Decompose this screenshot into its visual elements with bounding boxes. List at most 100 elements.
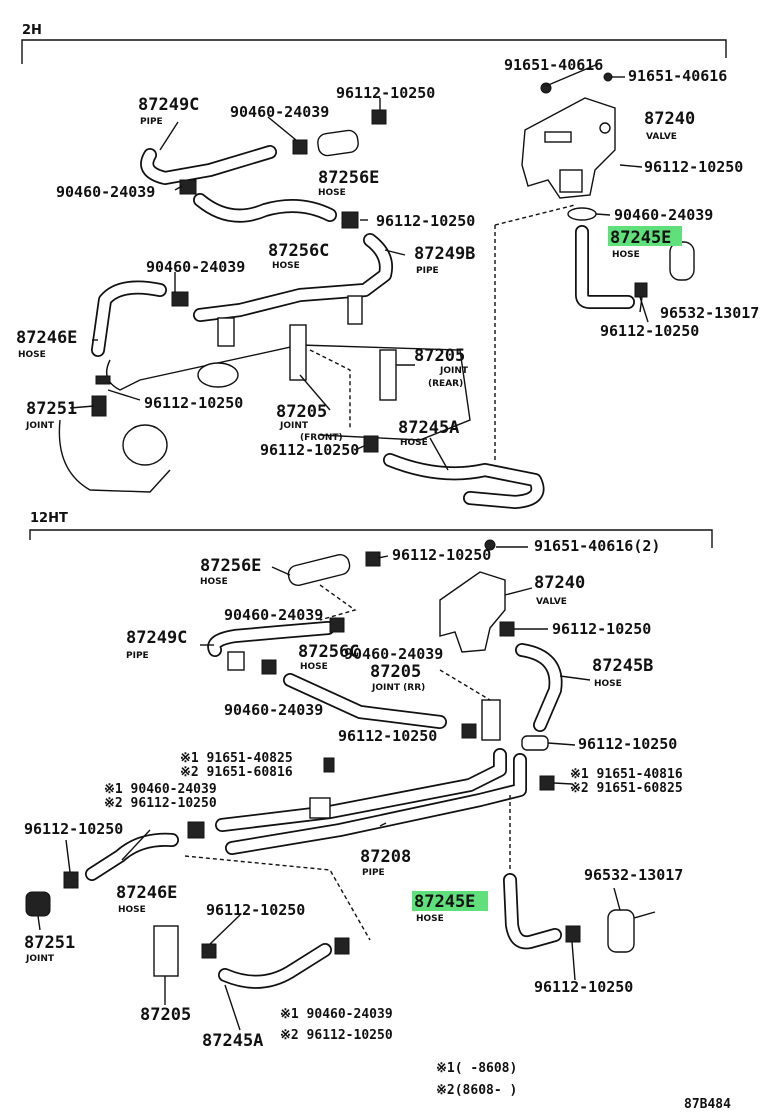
label-87246e-top: 87246E bbox=[16, 328, 77, 348]
highlight-87245e-bottom bbox=[412, 891, 488, 911]
dash-line-bottom-1 bbox=[319, 584, 357, 621]
section-bracket-2h bbox=[21, 39, 727, 64]
label-96112-10250-valve: 96112-10250 bbox=[644, 158, 743, 176]
label-87256e-top-desc: HOSE bbox=[318, 188, 346, 198]
section-12ht: 12HT bbox=[24, 511, 731, 1112]
label-87249c-top-desc: PIPE bbox=[140, 117, 163, 127]
label-91651-40616-2: 91651-40616(2) bbox=[534, 537, 660, 555]
joint-87205-rr bbox=[481, 699, 501, 741]
pipe-87249c-bottom bbox=[207, 617, 345, 675]
dash-line-top-1 bbox=[494, 204, 576, 226]
footnote-2: ※2(8608- ) bbox=[436, 1083, 517, 1098]
label-87251-bottom-desc: JOINT bbox=[25, 954, 55, 964]
label-87256c-bottom: 87256C bbox=[298, 642, 359, 662]
label-87246e-bottom-desc: HOSE bbox=[118, 905, 146, 915]
label-87240: 87240 bbox=[644, 109, 695, 129]
label-87246e-bottom: 87246E bbox=[116, 883, 177, 903]
hose-87245a-bottom bbox=[218, 937, 350, 989]
label-87246e-top-desc: HOSE bbox=[18, 350, 46, 360]
label-87205-rear: 87205 bbox=[414, 346, 465, 366]
label-90460-24039-b: 90460-24039 bbox=[56, 183, 155, 201]
section-2h: 2H bbox=[16, 23, 759, 509]
hose-87256e-bottom bbox=[287, 551, 381, 586]
label-96532-13017-bottom: 96532-13017 bbox=[584, 866, 683, 884]
label-m2-96112-10250: ※2 96112-10250 bbox=[104, 796, 217, 811]
pipe-87208-bottom bbox=[215, 748, 555, 855]
label-87245a-top-desc: HOSE bbox=[400, 438, 428, 448]
label-90460-24039-bottom-c: 90460-24039 bbox=[344, 645, 443, 663]
label-96112-10250-bottom-b: 96112-10250 bbox=[338, 727, 437, 745]
label-90460-24039-bottom-b: 90460-24039 bbox=[224, 701, 323, 719]
label-87208-desc: PIPE bbox=[362, 868, 385, 878]
pipe-87249c-top bbox=[140, 109, 387, 195]
label-91651-40616-b: 91651-40616 bbox=[628, 67, 727, 85]
label-87205-front-desc2: (FRONT) bbox=[300, 433, 343, 443]
hose-87246e-top bbox=[91, 280, 189, 357]
label-m2-91651-60816: ※2 91651-60816 bbox=[180, 765, 293, 780]
label-87245b-bottom-desc: HOSE bbox=[594, 679, 622, 689]
label-96112-10250-d: 96112-10250 bbox=[260, 441, 359, 459]
section-title-12ht: 12HT bbox=[30, 511, 68, 526]
label-96112-10250-bottom-c: 96112-10250 bbox=[552, 620, 651, 638]
joint-87205-bottom bbox=[153, 925, 179, 977]
label-87245b-bottom: 87245B bbox=[592, 656, 653, 676]
label-90460-24039-bottom-a: 90460-24039 bbox=[224, 606, 323, 624]
clamp-87205-bottom bbox=[201, 943, 217, 959]
label-87256e-bottom: 87256E bbox=[200, 556, 261, 576]
label-87208: 87208 bbox=[360, 847, 411, 867]
label-87205-rear-desc1: JOINT bbox=[439, 366, 469, 376]
label-87205-rr-desc: JOINT (RR) bbox=[371, 683, 425, 693]
label-90460-24039-c: 90460-24039 bbox=[146, 258, 245, 276]
label-96112-10250-b: 96112-10250 bbox=[376, 212, 475, 230]
label-96112-10250-bottom-f: 96112-10250 bbox=[206, 901, 305, 919]
dash-line-bottom-4 bbox=[439, 669, 491, 701]
label-87240-bottom-desc: VALVE bbox=[536, 597, 567, 607]
label-87249c-bottom-desc: PIPE bbox=[126, 651, 149, 661]
section-bracket-12ht bbox=[29, 529, 713, 548]
hose-87245a-top bbox=[363, 435, 545, 509]
label-87205-rr: 87205 bbox=[370, 662, 421, 682]
label-87245e-top: 87245E bbox=[610, 228, 671, 248]
label-m1-91651-40816: ※1 91651-40816 bbox=[570, 767, 683, 782]
label-87205-front-desc1: JOINT bbox=[279, 421, 309, 431]
highlight-87245e-top bbox=[608, 226, 682, 246]
label-87249c-bottom: 87249C bbox=[126, 628, 187, 648]
label-87245e-bottom: 87245E bbox=[414, 892, 475, 912]
label-m2-91651-60825: ※2 91651-60825 bbox=[570, 781, 683, 796]
label-96112-10250-a: 96112-10250 bbox=[336, 84, 435, 102]
label-96112-10250-bottom-a: 96112-10250 bbox=[392, 546, 491, 564]
label-96112-10250-e: 96112-10250 bbox=[600, 322, 699, 340]
label-87205-rear-desc2: (REAR) bbox=[428, 379, 463, 389]
label-90460-24039-a: 90460-24039 bbox=[230, 103, 329, 121]
diagram-code: 87B484 bbox=[684, 1097, 731, 1112]
hose-87256c-bottom bbox=[283, 673, 477, 739]
hose-87245b-bottom bbox=[515, 643, 563, 751]
label-96112-10250-c: 96112-10250 bbox=[144, 394, 243, 412]
hose-87245e-bottom bbox=[503, 873, 656, 953]
label-87205-front: 87205 bbox=[276, 402, 327, 422]
label-87256c-top-desc: HOSE bbox=[272, 261, 300, 271]
label-87256c-bottom-desc: HOSE bbox=[300, 662, 328, 672]
engine-block-top bbox=[58, 324, 471, 493]
label-96112-10250-bottom-d: 96112-10250 bbox=[578, 735, 677, 753]
label-96532-13017-top: 96532-13017 bbox=[660, 304, 759, 322]
label-87240-desc: VALVE bbox=[646, 132, 677, 142]
dash-line-bottom-3 bbox=[184, 855, 371, 941]
footnote-1: ※1( -8608) bbox=[436, 1061, 517, 1076]
valve-87240-top bbox=[521, 72, 616, 199]
label-87256e-bottom-desc: HOSE bbox=[200, 577, 228, 587]
label-m1-90460-24039: ※1 90460-24039 bbox=[104, 782, 217, 797]
label-87249c-top: 87249C bbox=[138, 95, 199, 115]
hose-87256c-top bbox=[193, 193, 359, 229]
label-87249b-top: 87249B bbox=[414, 244, 475, 264]
label-m1-90460-24039-b: ※1 90460-24039 bbox=[280, 1007, 393, 1022]
label-87245e-top-desc: HOSE bbox=[612, 250, 640, 260]
joint-87251-bottom bbox=[25, 891, 51, 917]
label-m1-91651-40825: ※1 91651-40825 bbox=[180, 751, 293, 766]
label-87245a-top: 87245A bbox=[398, 418, 459, 438]
label-87245e-bottom-desc: HOSE bbox=[416, 914, 444, 924]
label-87249b-top-desc: PIPE bbox=[416, 266, 439, 276]
hose-87246e-bottom bbox=[63, 821, 205, 889]
label-96112-10250-bottom-g: 96112-10250 bbox=[534, 978, 633, 996]
